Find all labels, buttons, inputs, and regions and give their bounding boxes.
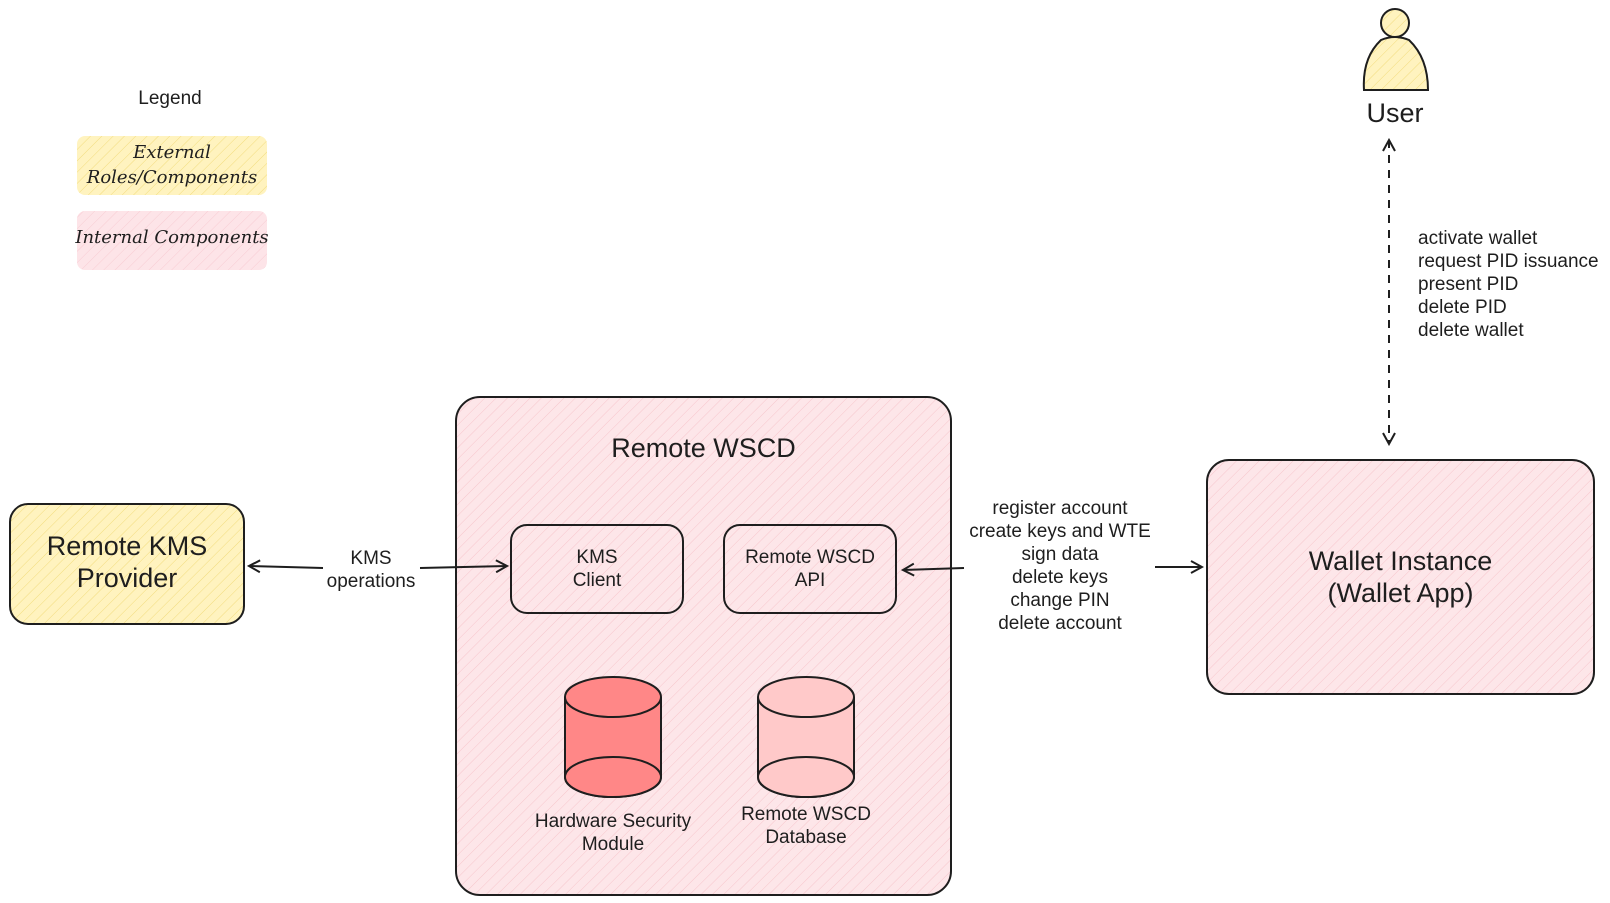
kms-provider-box: [9, 503, 245, 625]
user-label: User: [1366, 98, 1424, 128]
wallet-instance-label: Wallet Instance (Wallet App): [1308, 546, 1493, 608]
hsm-label: Hardware Security Module: [534, 811, 692, 855]
kms-provider-label: Remote KMS Provider: [46, 531, 208, 593]
user-operations-label: activate wallet request PID issuance pre…: [1418, 228, 1599, 341]
hsm-cylinder: [564, 676, 662, 798]
kms-arrow-right: [419, 566, 507, 568]
wallet-arrow-left: [903, 568, 965, 570]
legend-internal-swatch: [77, 211, 267, 270]
database-label: Remote WSCD Database: [741, 804, 871, 848]
user-icon: [1362, 8, 1430, 91]
kms-client-label: KMS Client: [572, 547, 622, 591]
kms-client-box: [510, 524, 684, 614]
wallet-operations-label: register account create keys and WTE sig…: [969, 498, 1151, 634]
kms-arrow-left: [249, 566, 324, 568]
kms-operations-label: KMS operations: [326, 548, 416, 592]
legend-external-label: External Roles/Components: [86, 142, 258, 188]
wscd-api-box: [723, 524, 897, 614]
remote-wscd-title: Remote WSCD: [611, 433, 796, 463]
database-cylinder: [757, 676, 855, 798]
legend-external-swatch: [77, 136, 267, 195]
wallet-instance-box: [1206, 459, 1595, 695]
legend-internal-label: Internal Components: [75, 227, 269, 248]
legend-title: Legend: [138, 88, 202, 109]
wscd-api-label: Remote WSCD API: [745, 547, 875, 591]
